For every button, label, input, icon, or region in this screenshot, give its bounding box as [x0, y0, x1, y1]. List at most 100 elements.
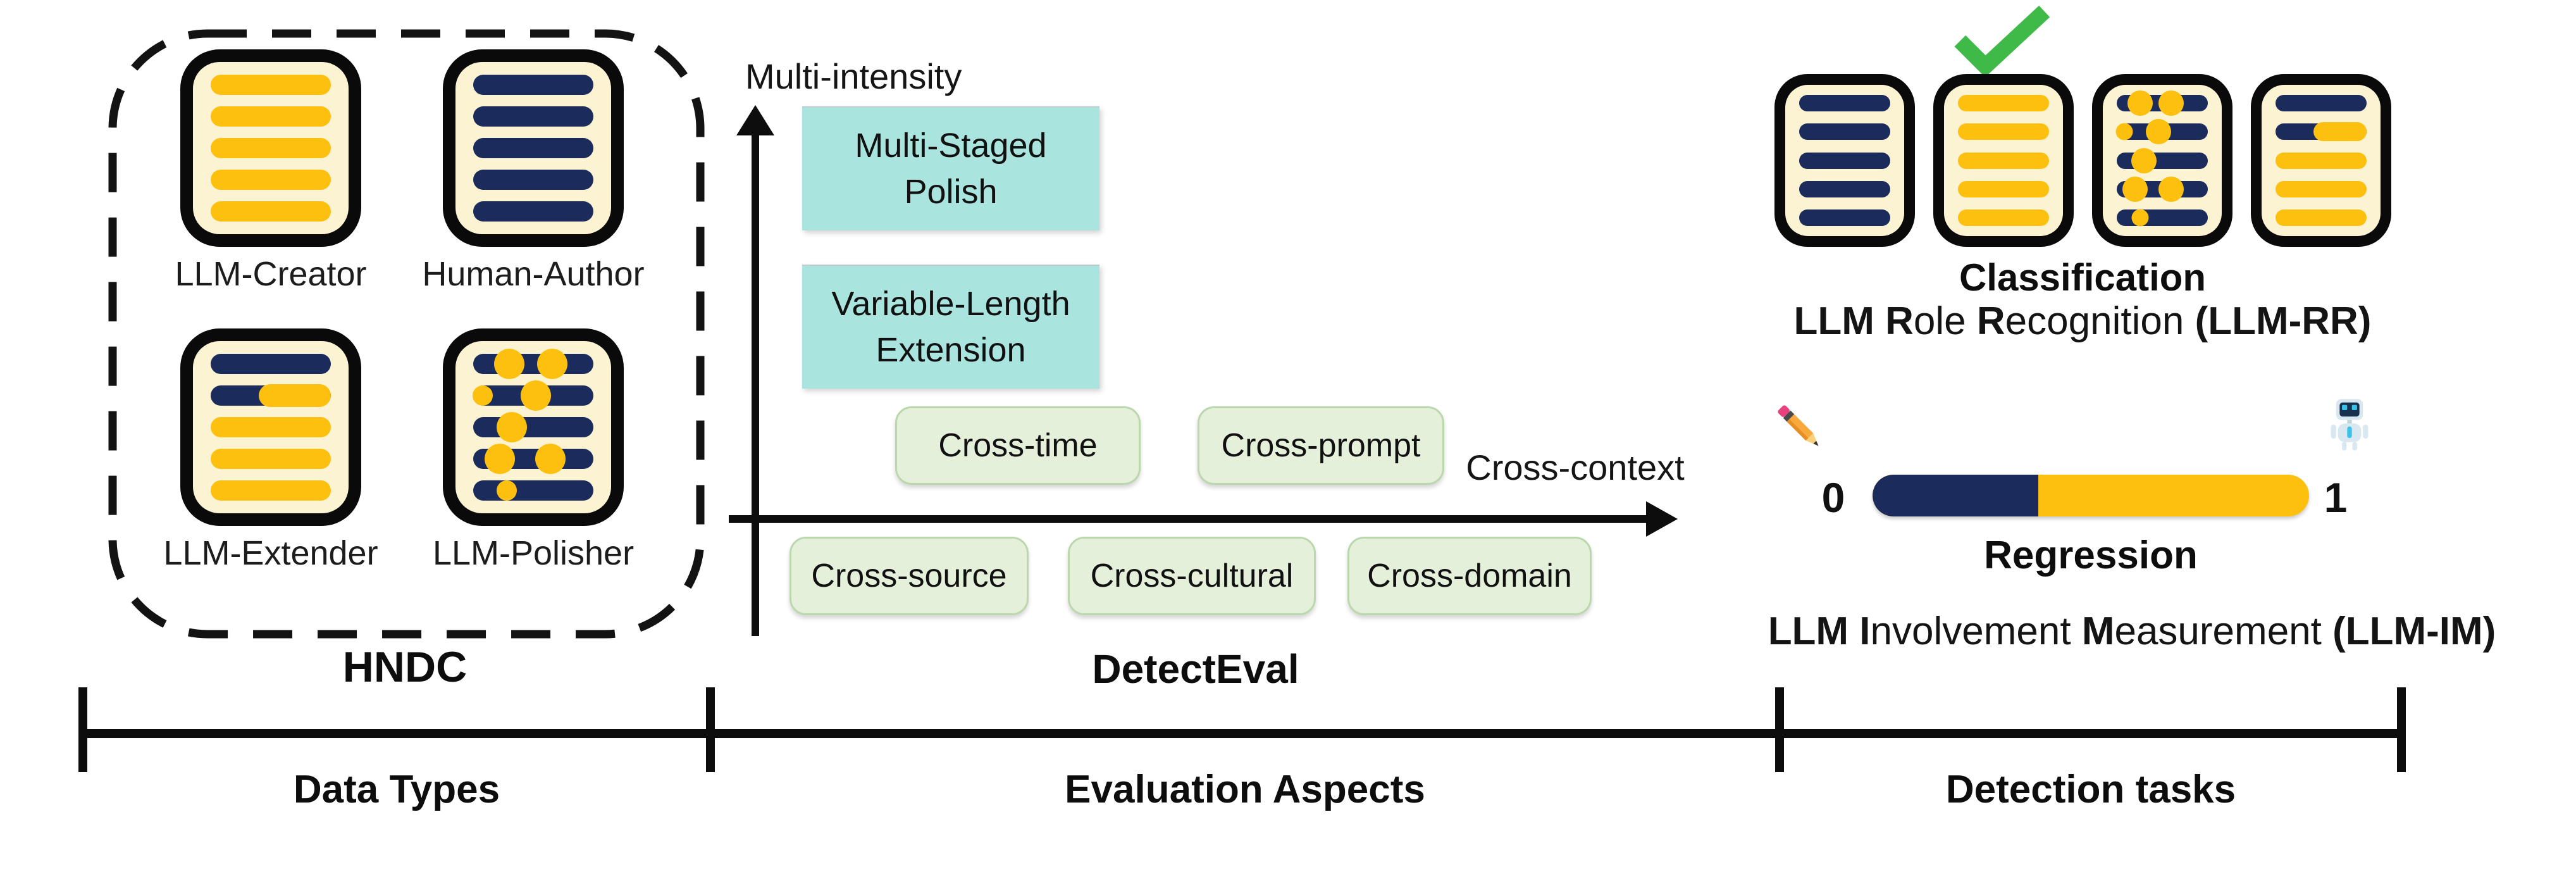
aspect-cross-time: Cross-time	[895, 406, 1141, 485]
x-axis-label: Cross-context	[1466, 447, 1685, 487]
doc-line	[2115, 119, 2208, 145]
doc-line-dot	[2146, 119, 2172, 145]
doc-line	[1958, 123, 2049, 141]
document-llm-sample	[1933, 74, 2074, 247]
document-lines	[1944, 85, 2063, 236]
section-label-data-types: Data Types	[293, 768, 500, 811]
classification-label: Classification	[1959, 256, 2207, 299]
doc-line	[1799, 95, 1890, 111]
callout-variable-length-extension: Variable-Length Extension	[802, 265, 1099, 389]
document-llm-extender	[180, 328, 361, 526]
doc-line	[211, 480, 331, 501]
doc-line-dot	[496, 412, 527, 442]
doc-line-dot	[2122, 176, 2148, 202]
doc-line	[2276, 209, 2367, 226]
doc-line-dot	[2127, 91, 2153, 116]
doc-line	[2117, 209, 2208, 227]
check-icon	[1954, 5, 2050, 75]
y-axis-label: Multi-intensity	[745, 56, 962, 96]
doc-line	[2276, 122, 2367, 142]
doc-line-dot	[494, 349, 524, 379]
doc-line-dot	[2131, 147, 2157, 173]
doc-line	[473, 106, 593, 127]
doc-line	[1799, 209, 1890, 226]
doc-line	[2117, 91, 2208, 116]
detecteval-group-label: DetectEval	[1092, 646, 1299, 692]
doc-line	[211, 201, 331, 222]
doc-line	[1799, 152, 1890, 169]
doc-line	[211, 384, 331, 407]
doc-line	[1958, 209, 2049, 226]
doc-line-llm-segment	[2313, 122, 2367, 142]
document-llm-polisher	[443, 328, 624, 526]
section-label-evaluation-aspects: Evaluation Aspects	[1065, 768, 1425, 811]
data-types-section: LLM-Creator Human-Author LLM-Extender LL…	[0, 0, 728, 696]
doc-line-dot	[497, 480, 517, 501]
scale-min-label: 0	[1821, 474, 1845, 521]
regression-bar-human-part	[1873, 475, 2039, 516]
document-lines	[1785, 85, 1904, 236]
aspect-cross-cultural: Cross-cultural	[1068, 537, 1316, 615]
doc-line-llm-segment	[259, 384, 331, 407]
x-axis-line	[729, 515, 1647, 523]
doc-line	[473, 412, 593, 442]
x-axis-arrowhead-icon	[1646, 501, 1678, 537]
aspect-cross-source: Cross-source	[790, 537, 1029, 615]
document-lines	[2262, 85, 2381, 236]
ruler-line	[83, 729, 2401, 738]
doc-line	[1799, 180, 1890, 197]
doc-line-dot	[484, 444, 515, 474]
doc-line-dot	[473, 385, 493, 406]
doc-line	[2117, 147, 2208, 173]
doc-line	[473, 444, 593, 474]
hndc-group-label: HNDC	[342, 643, 468, 691]
callout-multi-staged-polish: Multi-Staged Polish	[802, 106, 1099, 230]
y-axis-arrowhead-icon	[736, 105, 774, 135]
doc-line	[211, 106, 331, 127]
doc-line-dot	[2158, 91, 2184, 116]
doc-line-dot	[537, 349, 568, 379]
document-lines	[193, 62, 349, 234]
doc-line	[2276, 152, 2367, 169]
doc-line	[211, 449, 331, 469]
section-label-detection-tasks: Detection tasks	[1945, 768, 2236, 811]
doc-line	[211, 138, 331, 158]
y-axis-line	[752, 133, 759, 636]
doc-line	[2117, 176, 2208, 202]
doc-line	[473, 380, 593, 411]
llm-rr-title: LLM Role Recognition (LLM-RR)	[1793, 299, 2372, 343]
bottom-ruler: Data Types Evaluation Aspects Detection …	[0, 665, 2576, 881]
label-llm-creator: LLM-Creator	[175, 255, 367, 293]
label-human-author: Human-Author	[422, 255, 645, 293]
doc-line	[1958, 152, 2049, 169]
document-extended-sample	[2251, 74, 2391, 247]
document-human-author	[443, 49, 624, 247]
doc-line	[473, 138, 593, 158]
document-human-sample	[1774, 74, 1915, 247]
label-llm-extender: LLM-Extender	[163, 534, 378, 572]
doc-line	[2276, 95, 2367, 111]
aspect-cross-prompt: Cross-prompt	[1198, 406, 1444, 485]
document-lines	[193, 341, 349, 513]
doc-line	[473, 170, 593, 190]
document-lines	[455, 341, 611, 513]
doc-line	[211, 354, 331, 374]
document-lines	[455, 62, 611, 234]
doc-line	[2276, 180, 2367, 197]
pencil-icon	[1778, 405, 1819, 446]
doc-line	[1958, 180, 2049, 197]
evaluation-section: Multi-intensity Cross-context Multi-Stag…	[696, 0, 1803, 696]
doc-line	[1799, 123, 1890, 141]
doc-line-dot	[520, 380, 551, 411]
document-llm-creator	[180, 49, 361, 247]
hndc-dashed-border	[108, 29, 705, 639]
doc-line	[211, 417, 331, 437]
regression-bar	[1873, 475, 2309, 516]
ruler-tick	[706, 687, 715, 772]
aspect-cross-domain: Cross-domain	[1347, 537, 1592, 615]
doc-line	[1958, 95, 2049, 111]
detection-section: Classification LLM Role Recognition (LLM…	[1740, 0, 2576, 696]
ruler-tick	[78, 687, 87, 772]
document-lines	[2103, 85, 2222, 236]
